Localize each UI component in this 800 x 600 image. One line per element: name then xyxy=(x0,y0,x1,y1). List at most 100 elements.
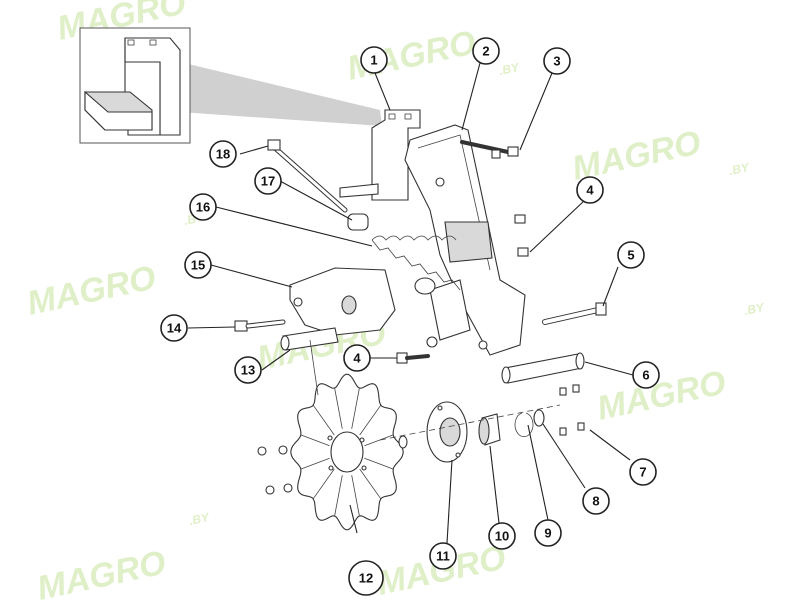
watermark-suffix: .BY xyxy=(188,510,211,528)
disc-rib xyxy=(359,404,382,436)
callout-4-center: 4 xyxy=(343,344,371,372)
leader-5 xyxy=(602,266,619,307)
callout-label: 12 xyxy=(359,571,373,586)
leader-8 xyxy=(542,423,586,489)
callout-label: 15 xyxy=(191,258,205,273)
callout-2: 2 xyxy=(472,37,500,65)
part-hub-flange xyxy=(398,401,468,463)
callout-label: 17 xyxy=(261,174,275,189)
callout-16: 16 xyxy=(189,193,217,221)
disc-rib xyxy=(312,468,335,500)
leader-11 xyxy=(446,459,453,544)
leader-4a xyxy=(529,199,586,253)
part-washer xyxy=(533,409,545,427)
part-bolt-right xyxy=(514,214,529,257)
callout-11: 11 xyxy=(429,542,457,570)
leader-16 xyxy=(215,206,373,247)
callout-label: 2 xyxy=(482,44,489,59)
disc-rib xyxy=(359,468,382,500)
disc-rib xyxy=(364,434,394,447)
part-small-bolts xyxy=(559,384,585,436)
part-long-pin xyxy=(542,302,607,325)
watermark: MAGRO xyxy=(34,544,169,600)
callout-label: 8 xyxy=(592,494,599,509)
part-bolt-left xyxy=(234,319,286,332)
watermark-suffix: .BY xyxy=(728,160,751,178)
part-tie-rod xyxy=(267,139,348,213)
callout-18: 18 xyxy=(209,140,237,168)
disc-rib xyxy=(334,387,343,429)
callout-label: 3 xyxy=(553,54,560,69)
callout-label: 6 xyxy=(642,368,649,383)
part-main-frame xyxy=(404,124,526,356)
part-bearing xyxy=(478,413,501,446)
watermark-suffix: .BY xyxy=(743,300,766,318)
leader-6 xyxy=(584,361,634,376)
disc-rib xyxy=(300,457,330,470)
disc-rib xyxy=(334,475,343,517)
callout-label: 10 xyxy=(495,529,509,544)
part-bolt-top xyxy=(460,140,519,159)
callout-label: 18 xyxy=(216,147,230,162)
callout-14: 14 xyxy=(160,314,188,342)
callout-label: 14 xyxy=(167,321,182,336)
callout-12: 12 xyxy=(348,560,384,596)
leader-14 xyxy=(187,326,236,329)
part-bracket-plate xyxy=(339,109,421,201)
callout-17: 17 xyxy=(254,167,282,195)
disc-rib xyxy=(364,457,394,470)
part-bushing xyxy=(347,213,369,231)
callout-label: 16 xyxy=(196,200,210,215)
disc-rib xyxy=(351,475,360,517)
leader-lines xyxy=(187,62,634,544)
callout-1: 1 xyxy=(360,46,388,74)
callout-label: 4 xyxy=(353,351,361,366)
leader-1 xyxy=(374,72,391,111)
callout-7: 7 xyxy=(629,458,657,486)
callout-8: 8 xyxy=(582,487,610,515)
axis-lines xyxy=(309,339,561,441)
callout-5: 5 xyxy=(617,241,645,269)
callout-15: 15 xyxy=(184,251,212,279)
callout-label: 5 xyxy=(627,248,634,263)
leader-18 xyxy=(239,145,269,155)
watermark: MAGRO xyxy=(24,259,159,323)
part-spring xyxy=(371,235,461,295)
watermark: MAGRO xyxy=(594,364,729,428)
leader-3 xyxy=(519,72,553,151)
watermark-suffix: .BY xyxy=(498,60,521,78)
callout-label: 9 xyxy=(544,526,551,541)
leader-12 xyxy=(349,504,358,534)
callout-4-right: 4 xyxy=(576,176,604,204)
callout-label: 1 xyxy=(370,53,377,68)
leader-7 xyxy=(589,429,631,461)
leader-15 xyxy=(210,264,293,288)
disc-rib xyxy=(312,404,335,436)
part-bolt-center xyxy=(396,336,438,364)
callout-9: 9 xyxy=(534,519,562,547)
part-arm-bracket xyxy=(289,267,396,336)
leader-2 xyxy=(461,62,481,131)
part-axle-shaft xyxy=(501,352,585,384)
callout-label: 11 xyxy=(436,549,450,564)
leader-10 xyxy=(489,445,500,524)
callout-label: 4 xyxy=(586,183,594,198)
callout-13: 13 xyxy=(234,356,262,384)
leader-9 xyxy=(527,424,549,521)
callout-3: 3 xyxy=(543,47,571,75)
callout-label: 7 xyxy=(639,465,646,480)
disc-rib xyxy=(300,434,330,447)
part-scalloped-disc xyxy=(290,373,404,531)
part-nuts xyxy=(257,445,293,495)
leader-13 xyxy=(261,349,291,371)
disc-rib xyxy=(351,387,360,429)
part-spacer-tube xyxy=(280,327,339,351)
leader-17 xyxy=(279,180,353,221)
callout-10: 10 xyxy=(488,522,516,550)
callout-label: 13 xyxy=(241,363,255,378)
detail-inset xyxy=(79,27,382,144)
part-circlip xyxy=(514,412,534,438)
callout-6: 6 xyxy=(632,361,660,389)
